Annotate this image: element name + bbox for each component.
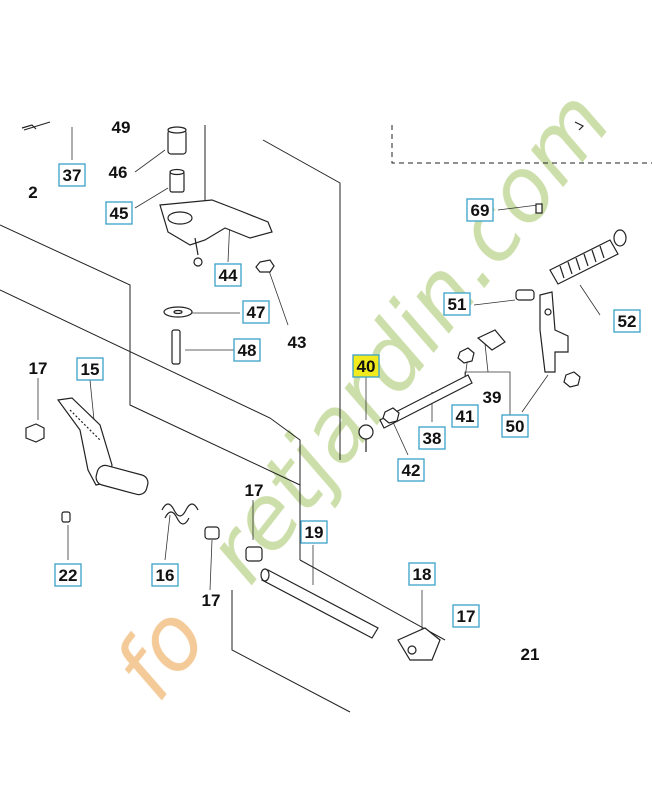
callout-21: 21 xyxy=(521,645,540,664)
corner-detail xyxy=(574,121,585,131)
bushing-part-17 xyxy=(204,526,263,562)
callout-box-41 xyxy=(451,404,479,428)
callout-box-22 xyxy=(54,563,82,587)
callout-51: 51 xyxy=(448,295,467,314)
callout-44: 44 xyxy=(219,266,238,285)
callout-box-15 xyxy=(76,357,104,381)
arm-part xyxy=(397,627,441,661)
callout-38: 38 xyxy=(423,429,442,448)
shaft-part xyxy=(260,568,379,639)
callout-45: 45 xyxy=(110,204,129,223)
callout-47: 47 xyxy=(247,303,266,322)
callout-41: 41 xyxy=(456,407,475,426)
pin-part xyxy=(171,329,181,365)
callout-49: 49 xyxy=(112,118,131,137)
callout-50: 50 xyxy=(506,417,525,436)
callout-2: 2 xyxy=(28,183,37,202)
callout-18: 18 xyxy=(413,565,432,584)
callout-39: 39 xyxy=(483,388,502,407)
bracket-part-50 xyxy=(539,291,581,388)
washer-part xyxy=(163,306,193,318)
bolt-part-51 xyxy=(515,289,535,301)
callout-43: 43 xyxy=(288,333,307,352)
callout-17-left: 17 xyxy=(29,359,48,378)
panel-lines xyxy=(0,121,652,713)
parts xyxy=(21,121,627,661)
callout-19: 19 xyxy=(305,523,324,542)
callout-42: 42 xyxy=(402,461,421,480)
callout-17-right: 17 xyxy=(457,607,476,626)
corner-detail-left xyxy=(21,124,37,130)
callout-69: 69 xyxy=(471,201,490,220)
callout-box-48 xyxy=(233,338,261,362)
nut-part-41 xyxy=(457,347,475,364)
callout-box-38 xyxy=(418,426,446,450)
callout-box-51 xyxy=(443,292,471,316)
callout-box-16 xyxy=(151,563,179,587)
callout-52: 52 xyxy=(618,312,637,331)
callout-box-37 xyxy=(58,163,86,187)
callout-40: 40 xyxy=(357,357,376,376)
nut-part xyxy=(255,259,275,273)
callout-15: 15 xyxy=(81,360,100,379)
bolt-part xyxy=(61,511,71,523)
leader-lines xyxy=(37,127,601,630)
callout-16: 16 xyxy=(156,566,175,585)
callouts: 37 2 49 46 45 44 43 47 48 69 51 52 40 39… xyxy=(28,118,641,664)
spring-part xyxy=(161,503,199,525)
callout-box-52 xyxy=(613,309,641,333)
bracket-part xyxy=(159,199,273,267)
bushing-part xyxy=(167,126,187,193)
callout-box-40 xyxy=(352,354,380,378)
callout-22: 22 xyxy=(59,566,78,585)
callout-box-17-right xyxy=(452,604,480,628)
callout-box-45 xyxy=(105,201,133,225)
callout-box-50 xyxy=(501,414,529,438)
callout-46: 46 xyxy=(109,163,128,182)
nut-part-42 xyxy=(382,407,400,424)
nut-part-17 xyxy=(25,423,45,443)
damper-part xyxy=(549,229,627,285)
rod-part xyxy=(379,374,473,429)
callout-box-69 xyxy=(466,198,494,222)
callout-box-19 xyxy=(300,520,328,544)
clip-part xyxy=(535,203,543,214)
callout-17-bottom: 17 xyxy=(202,591,221,610)
callout-box-18 xyxy=(408,562,436,586)
ball-joint-part xyxy=(358,424,374,452)
callout-box-44 xyxy=(214,263,242,287)
lever-part xyxy=(56,397,149,496)
callout-box-47 xyxy=(242,300,270,324)
callout-box-42 xyxy=(397,458,425,482)
callout-37: 37 xyxy=(63,166,82,185)
callout-48: 48 xyxy=(238,341,257,360)
ball-joint-part-39 xyxy=(476,329,506,351)
callout-17-mid: 17 xyxy=(245,481,264,500)
